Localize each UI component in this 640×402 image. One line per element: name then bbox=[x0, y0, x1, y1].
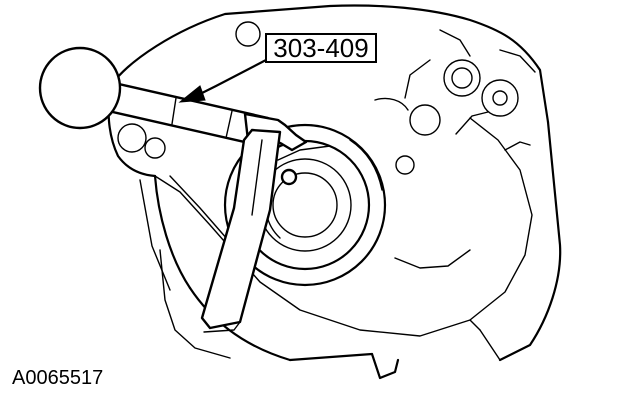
tool-number-text: 303-409 bbox=[273, 33, 369, 63]
bolt-bosses bbox=[117, 21, 536, 175]
callout-leader bbox=[178, 58, 268, 103]
tool-callout-label: 303-409 bbox=[265, 33, 377, 63]
engine-front-cover bbox=[107, 4, 562, 380]
seal-remover-tool bbox=[38, 46, 308, 333]
figure-id-label: A0065517 bbox=[12, 367, 104, 389]
